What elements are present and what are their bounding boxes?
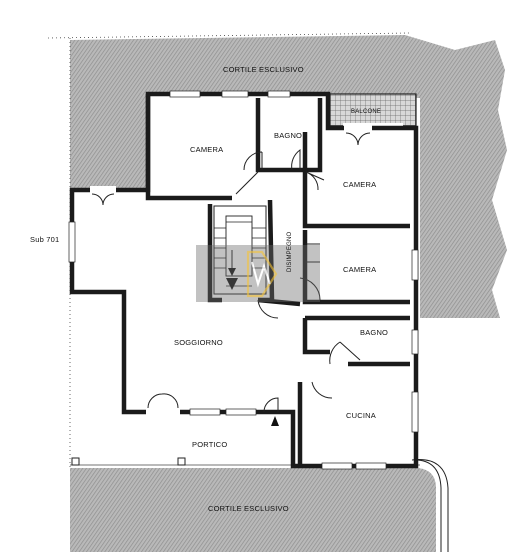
label-cortile-bottom: CORTILE ESCLUSIVO bbox=[208, 504, 289, 513]
label-cucina: CUCINA bbox=[346, 411, 376, 420]
label-disimpegno: DISIMPEGNO bbox=[287, 232, 293, 272]
label-portico: PORTICO bbox=[192, 440, 227, 449]
garden-bottom bbox=[70, 459, 449, 552]
label-camera-3: CAMERA bbox=[343, 265, 376, 274]
french-doors bbox=[90, 125, 372, 416]
label-bagno-2: BAGNO bbox=[360, 328, 388, 337]
stairwell bbox=[213, 205, 267, 295]
label-soggiorno: SOGGIORNO bbox=[174, 338, 223, 347]
watermark-logo-icon bbox=[196, 245, 320, 302]
interior-doors bbox=[235, 149, 361, 413]
label-camera-2: CAMERA bbox=[343, 180, 376, 189]
entrance-arrow-icon bbox=[271, 416, 279, 426]
label-sub: Sub 701 bbox=[30, 235, 59, 244]
label-balcone: BALCONE bbox=[351, 109, 381, 115]
exterior-walls bbox=[69, 91, 419, 469]
portico-posts bbox=[71, 457, 186, 466]
label-bagno-1: BAGNO bbox=[274, 131, 302, 140]
label-camera-1: CAMERA bbox=[190, 145, 223, 154]
label-cortile-top: CORTILE ESCLUSIVO bbox=[223, 65, 304, 74]
windows bbox=[68, 90, 419, 470]
